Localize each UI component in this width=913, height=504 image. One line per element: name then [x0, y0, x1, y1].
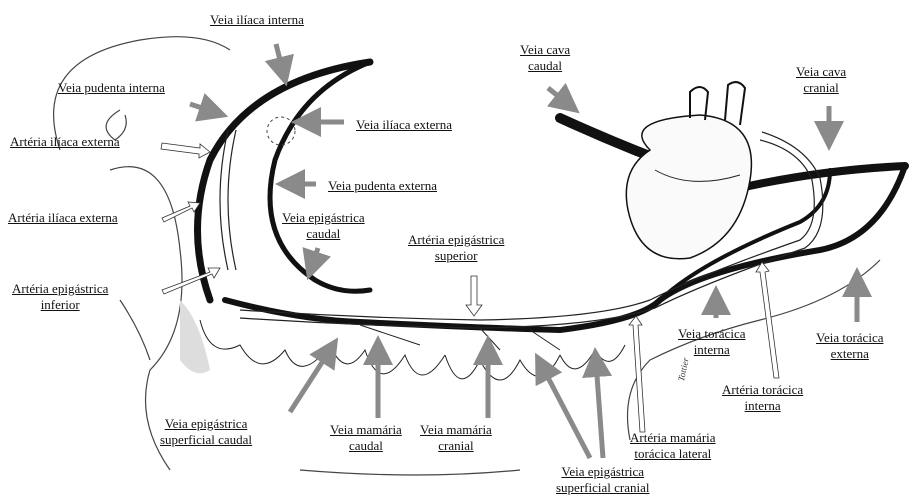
label-arteria-iliaca-externa-1: Artéria ilíaca externa [10, 134, 120, 150]
label-veia-iliaca-interna: Veia ilíaca interna [210, 12, 304, 28]
label-veia-pudenta-externa: Veia pudenta externa [328, 178, 437, 194]
flank-shading [180, 300, 210, 373]
heart-drawing [626, 82, 751, 259]
vein-network [198, 62, 906, 330]
label-veia-iliaca-externa: Veia ilíaca externa [356, 117, 452, 133]
label-arteria-iliaca-externa-2: Artéria ilíaca externa [8, 210, 118, 226]
label-veia-pudenta-interna: Veia pudenta interna [58, 80, 165, 96]
